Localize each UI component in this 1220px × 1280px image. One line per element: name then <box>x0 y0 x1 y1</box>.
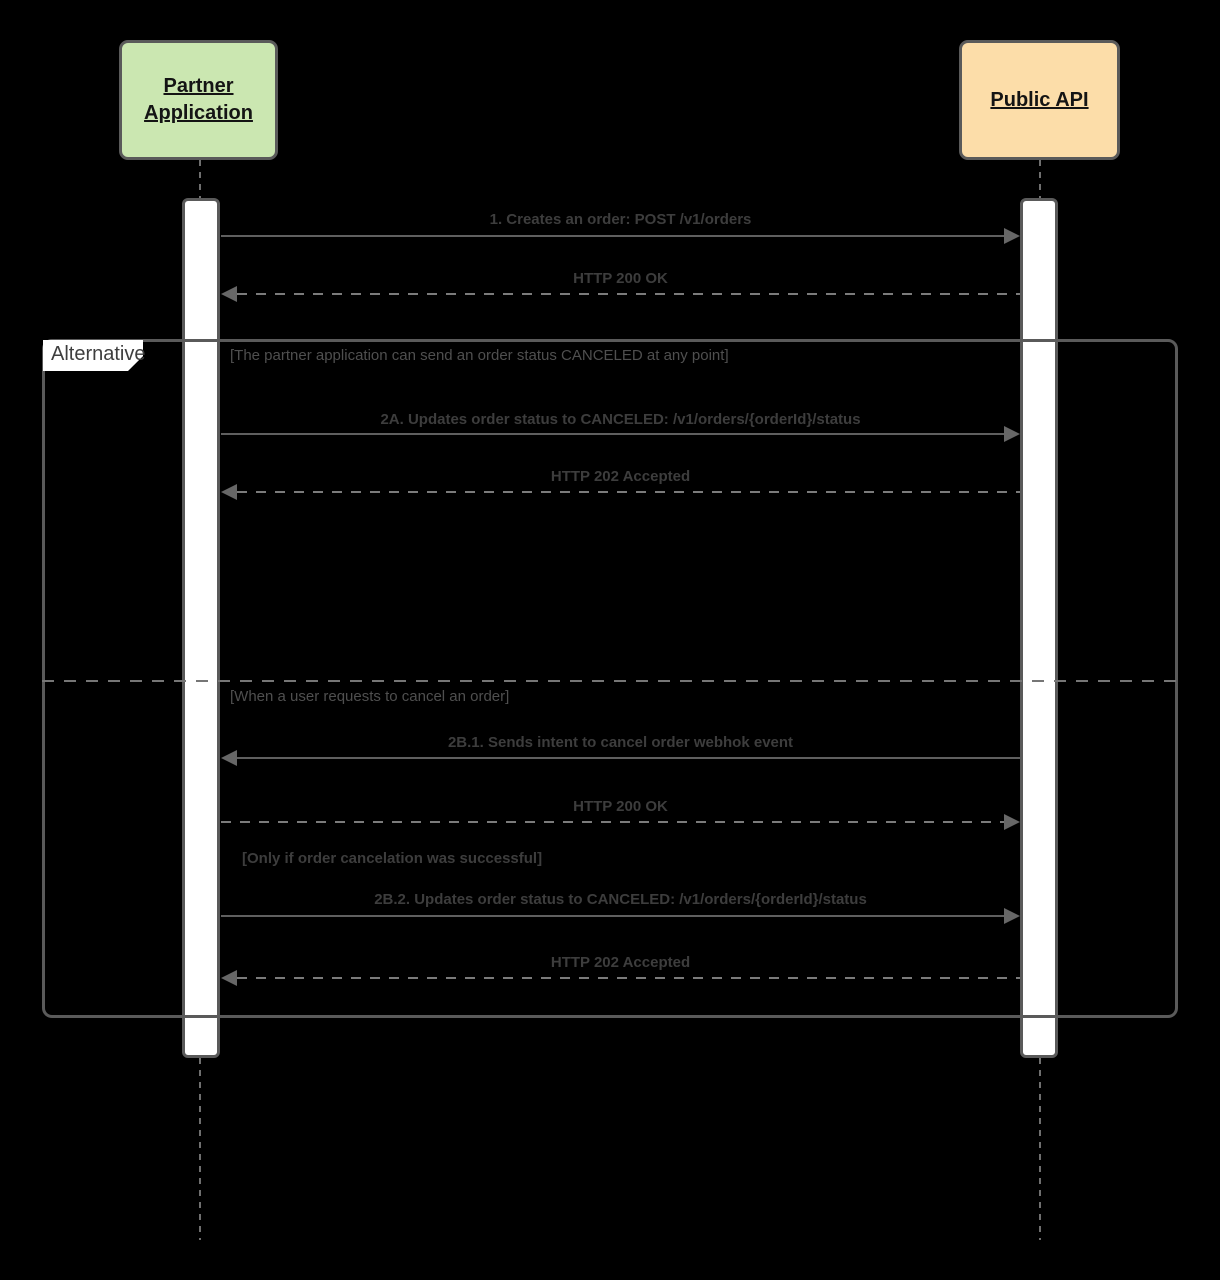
lifeline-partner-application <box>199 1058 201 1240</box>
arrowhead-right-icon <box>1004 908 1020 924</box>
message-label-http-200: HTTP 200 OK <box>573 798 668 815</box>
alt-fragment-label-tag <box>43 340 143 371</box>
guard-user-requests-cancel: [When a user requests to cancel an order… <box>230 688 510 705</box>
message-line <box>237 977 1020 979</box>
actor-public-api: Public API <box>959 40 1120 160</box>
arrowhead-left-icon <box>221 750 237 766</box>
message-line <box>221 915 1004 917</box>
message-label-http-202: HTTP 202 Accepted <box>550 954 691 971</box>
guard-cancelation-successful: [Only if order cancelation was successfu… <box>242 850 543 867</box>
message-line <box>221 821 1004 823</box>
message-line <box>221 433 1004 435</box>
lifeline-public-api <box>1039 160 1041 198</box>
message-label-http-200: HTTP 200 OK <box>573 270 668 287</box>
message-label-2a-update-status: 2A. Updates order status to CANCELED: /v… <box>380 411 861 428</box>
alt-fragment-operator: Alternative <box>51 343 146 365</box>
message-label-2b2-update-status: 2B.2. Updates order status to CANCELED: … <box>374 891 867 908</box>
arrowhead-right-icon <box>1004 426 1020 442</box>
guard-cancel-any-point: [The partner application can send an ord… <box>230 347 729 364</box>
message-line <box>237 757 1020 759</box>
message-label-http-202: HTTP 202 Accepted <box>550 468 691 485</box>
arrowhead-left-icon <box>221 286 237 302</box>
message-label-2b1-webhook: 2B.1. Sends intent to cancel order webho… <box>447 734 794 751</box>
alt-fragment-divider <box>42 680 1178 682</box>
arrowhead-right-icon <box>1004 228 1020 244</box>
message-line <box>221 235 1004 237</box>
message-label-create-order: 1. Creates an order: POST /v1/orders <box>489 211 752 228</box>
arrowhead-left-icon <box>221 484 237 500</box>
arrowhead-right-icon <box>1004 814 1020 830</box>
lifeline-partner-application <box>199 160 201 198</box>
alt-fragment-frame <box>42 339 1178 1018</box>
lifeline-public-api <box>1039 1058 1041 1240</box>
arrowhead-left-icon <box>221 970 237 986</box>
actor-partner-application: Partner Application <box>119 40 278 160</box>
message-line <box>237 293 1020 295</box>
message-line <box>237 491 1020 493</box>
